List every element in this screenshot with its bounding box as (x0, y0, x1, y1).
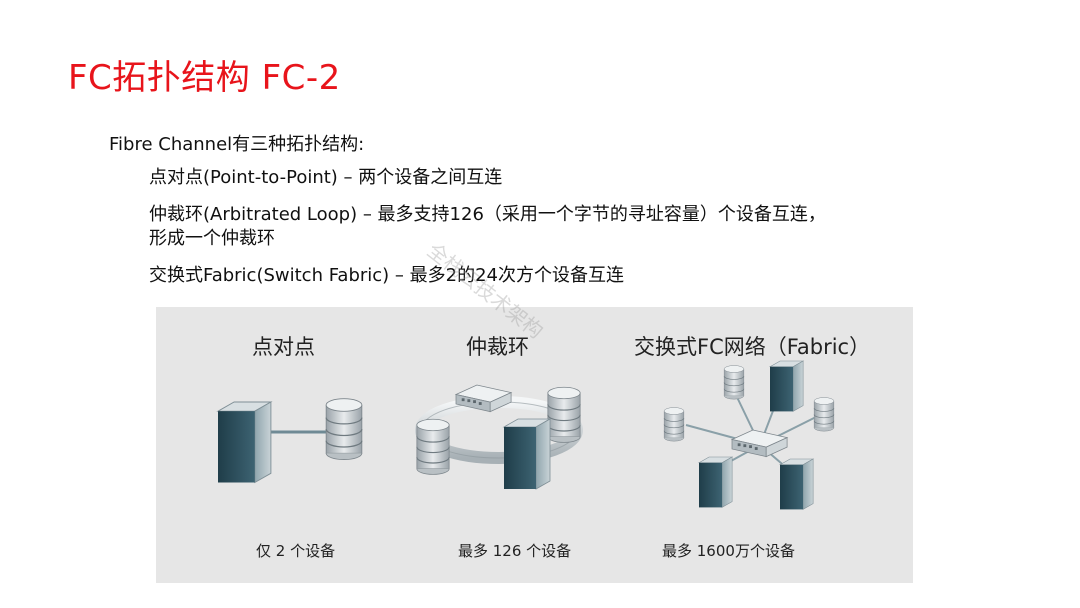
disk-array-icon (416, 418, 450, 475)
topology-figure: 点对点 仲裁环 交换式FC网络（Fabric） 仅 2 个设备 最多 126 个… (156, 307, 913, 583)
bullet-arbitrated-loop-line2: 形成一个仲裁环 (149, 228, 275, 249)
arbitrated-loop-diagram (415, 384, 583, 490)
disk-array-icon (547, 386, 581, 443)
label-arbitrated-loop: 仲裁环 (466, 335, 529, 359)
bullet-arbitrated-loop: 仲裁环(Arbitrated Loop) – 最多支持126（采用一个字节的寻址… (149, 203, 826, 251)
point-to-point-diagram (217, 398, 363, 484)
caption-point-to-point: 仅 2 个设备 (256, 542, 336, 560)
slide-title: FC拓扑结构 FC-2 (68, 58, 341, 98)
server-icon (217, 401, 272, 484)
bullet-arbitrated-loop-line1: 仲裁环(Arbitrated Loop) – 最多支持126（采用一个字节的寻址… (149, 204, 826, 225)
fabric-diagram (663, 360, 835, 510)
server-icon (779, 458, 814, 510)
bullet-switch-fabric: 交换式Fabric(Switch Fabric) – 最多2的24次方个设备互连 (149, 265, 624, 286)
fc-switch-icon (731, 429, 788, 458)
disk-array-icon (813, 397, 835, 432)
bullet-point-to-point: 点对点(Point-to-Point) – 两个设备之间互连 (149, 167, 503, 188)
caption-fabric: 最多 1600万个设备 (662, 542, 795, 560)
server-icon (503, 418, 551, 490)
label-point-to-point: 点对点 (252, 335, 315, 359)
server-icon (769, 360, 804, 412)
server-icon (698, 456, 733, 508)
disk-array-icon (723, 365, 745, 400)
label-fabric: 交换式FC网络（Fabric） (634, 335, 871, 359)
caption-arbitrated-loop: 最多 126 个设备 (458, 542, 572, 560)
disk-array-icon (663, 407, 685, 442)
intro-text: Fibre Channel有三种拓扑结构: (109, 134, 365, 155)
topology-diagram (217, 360, 835, 510)
disk-array-icon (325, 398, 363, 461)
